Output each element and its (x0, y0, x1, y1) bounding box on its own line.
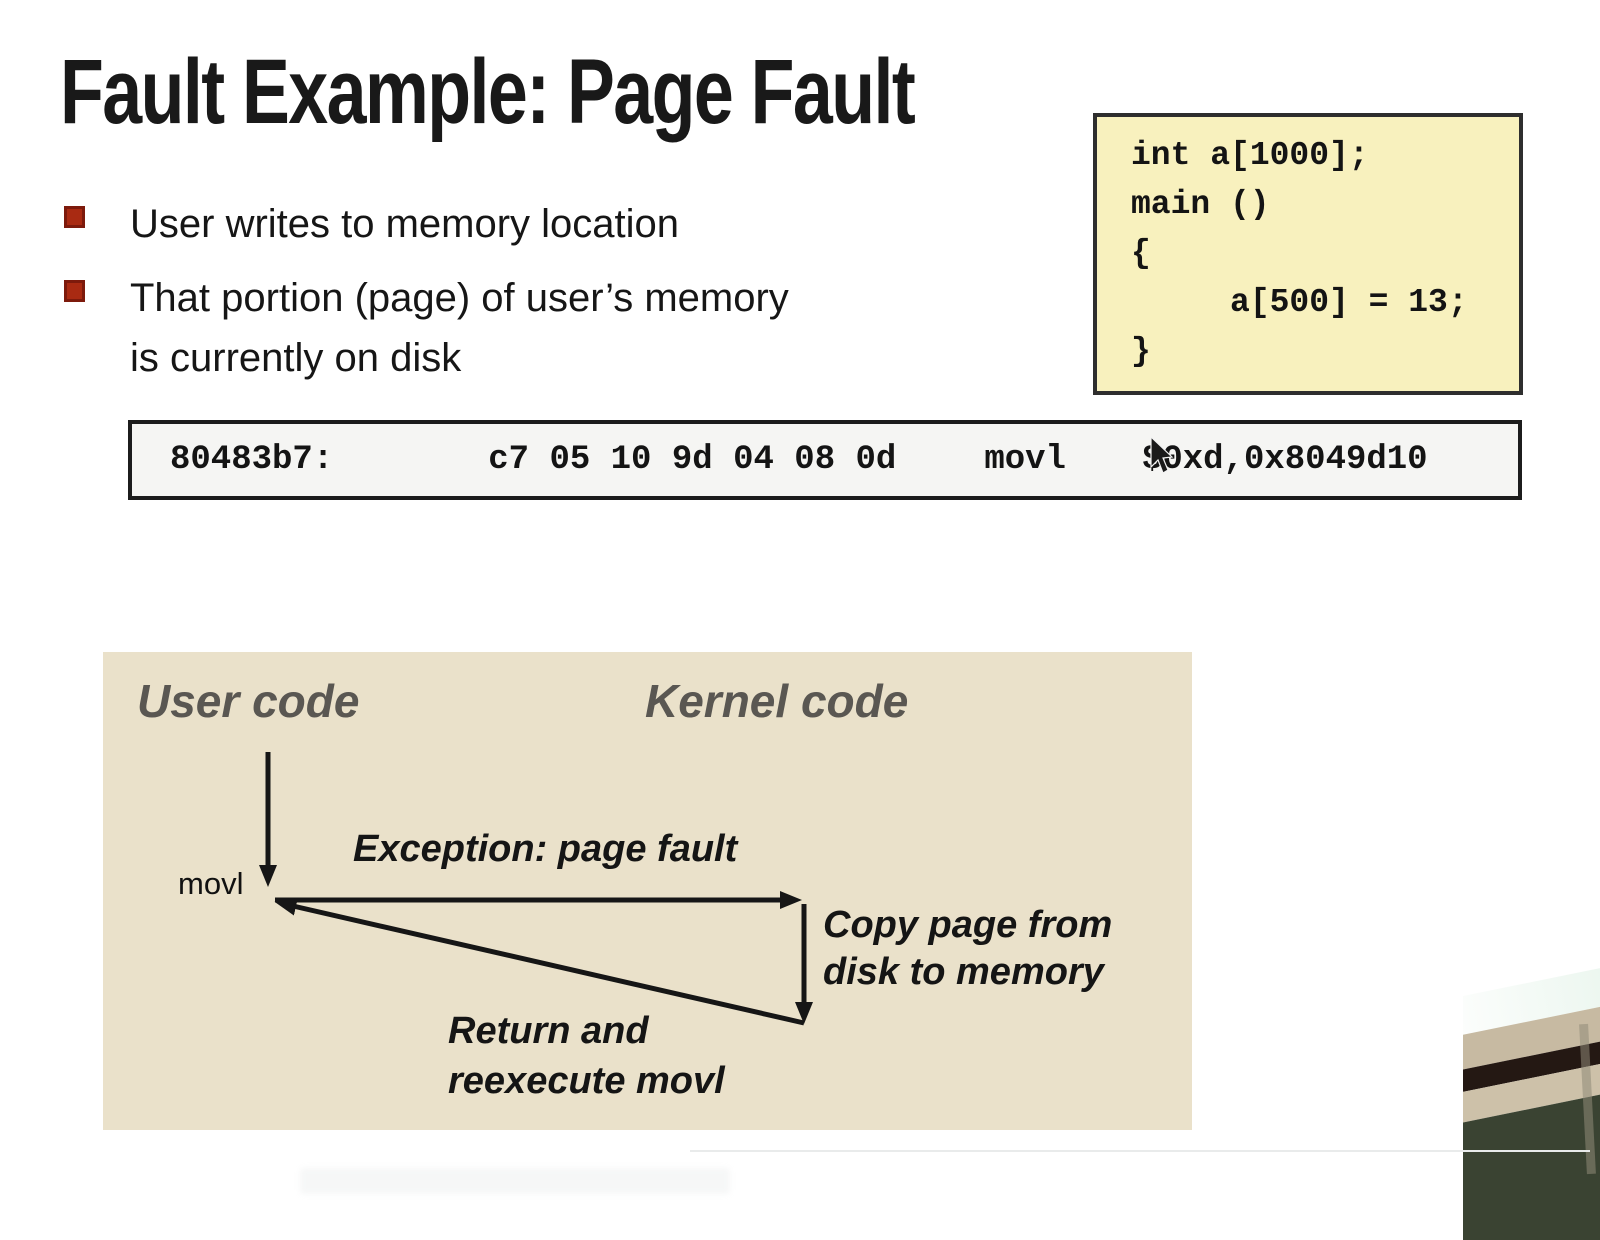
bullet-square-icon (64, 206, 85, 228)
asm-address: 80483b7: (170, 441, 334, 479)
c-source-code-box: int a[1000]; main () { a[500] = 13; } (1093, 113, 1523, 395)
kernel-code-heading: Kernel code (645, 675, 909, 727)
asm-bytes: c7 05 10 9d 04 08 0d (488, 441, 897, 479)
return-reexecute-label: Return and reexecute movl (448, 1010, 725, 1102)
bullet-square-icon (64, 280, 85, 302)
mouse-cursor-icon (1150, 437, 1174, 474)
exception-label: Exception: page fault (353, 828, 738, 870)
movl-label: movl (178, 866, 244, 901)
faint-footer-artifact (300, 1168, 730, 1194)
asm-operands: $0xd,0x8049d10 (1141, 441, 1428, 479)
faint-line-artifact (690, 1150, 1590, 1152)
user-code-heading: User code (137, 675, 360, 727)
webcam-video-fragment[interactable] (1463, 966, 1600, 1240)
disassembly-box: 80483b7: c7 05 10 9d 04 08 0d movl $0xd,… (128, 420, 1522, 500)
bullet-text-line: is currently on disk (130, 336, 462, 380)
control-flow-diagram: User code Kernel code movl Exception: pa… (103, 652, 1192, 1130)
copy-page-label: Copy page from disk to memory (823, 904, 1113, 993)
bullet-text-line: That portion (page) of user’s memory (130, 276, 789, 320)
c-source-code: int a[1000]; main () { a[500] = 13; } (1131, 137, 1468, 370)
slide-title: Fault Example: Page Fault (60, 41, 916, 143)
bullet-text: User writes to memory location (130, 202, 680, 246)
return-arrow (274, 897, 805, 1026)
asm-mnemonic: movl (984, 441, 1066, 479)
classroom-scene (1463, 966, 1600, 1240)
diagram-arrows (259, 752, 813, 1026)
